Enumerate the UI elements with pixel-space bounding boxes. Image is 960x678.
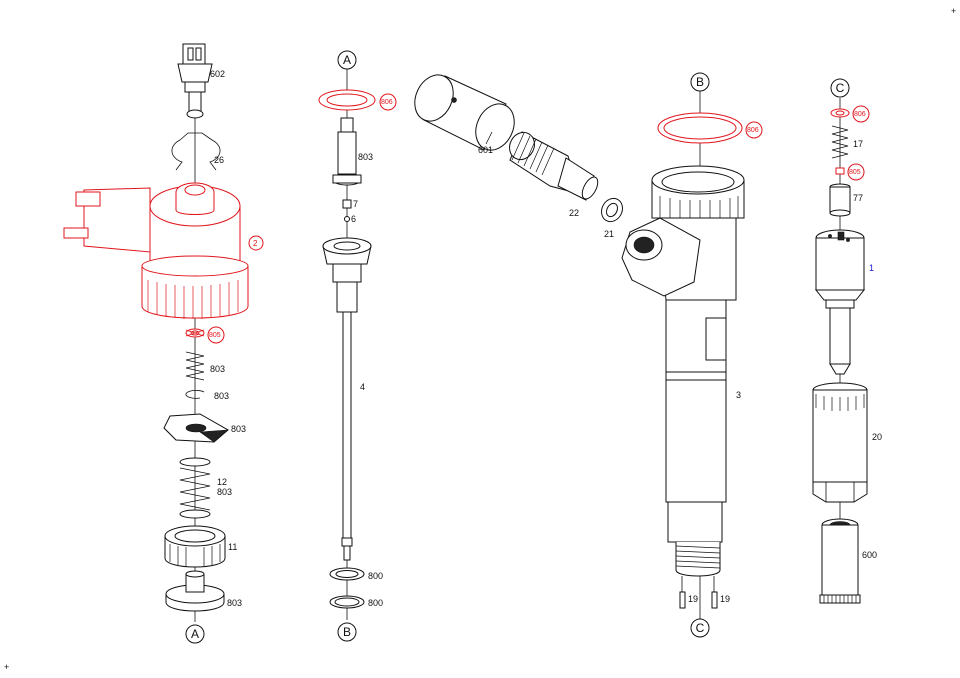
label-7: 7: [353, 199, 358, 209]
svg-text:A: A: [191, 627, 199, 641]
part-803-armature-plate: [163, 413, 229, 443]
label-803-pin: 803: [358, 152, 373, 162]
part-803-valve-pin: [332, 117, 362, 186]
label-22: 22: [569, 208, 579, 218]
corner-mark-bottom-left: +: [4, 662, 9, 672]
part-12-valve-spring: [179, 457, 211, 519]
part-806-large-o-ring: [657, 112, 743, 144]
column-valve-piston: A 806 803 7 6: [318, 50, 397, 642]
label-11: 11: [228, 542, 237, 552]
column-nozzle: C 806 17 805 77: [812, 78, 882, 604]
part-805-seal-ring: [185, 328, 205, 338]
part-11-clamping-nut: [164, 525, 226, 568]
part-26-spring-clip: [171, 132, 221, 171]
svg-text:C: C: [836, 81, 845, 95]
label-2: 2: [253, 239, 258, 248]
part-19-pin-right: [711, 576, 718, 609]
label-77: 77: [853, 193, 863, 203]
label-803-spring: 803: [210, 364, 225, 374]
label-17: 17: [853, 139, 863, 149]
part-805-small-shim: [835, 167, 845, 175]
svg-text:A: A: [343, 53, 351, 67]
section-marker-b-top: B: [690, 72, 710, 92]
part-2-solenoid-magnet: [63, 182, 249, 319]
part-17-nozzle-spring: [831, 125, 849, 159]
label-3: 3: [736, 390, 741, 400]
part-806-o-ring: [318, 89, 376, 111]
label-803-seat: 803: [227, 598, 242, 608]
label-806-col3: 806: [747, 127, 759, 134]
label-803-plate: 803: [231, 424, 246, 434]
part-22-edge-filter: [509, 131, 599, 201]
part-806-shim: [830, 108, 850, 118]
svg-text:B: B: [343, 625, 351, 639]
part-1-nozzle: [814, 229, 866, 375]
part-803-valve-seat: [165, 570, 225, 612]
label-602: 602: [210, 69, 225, 79]
label-803-clip: 803: [214, 391, 229, 401]
corner-mark-top-right: +: [951, 6, 956, 16]
label-19-b: 19: [720, 594, 730, 604]
label-12: 12: [217, 477, 227, 487]
part-600-nozzle-protective-cap: [819, 518, 861, 604]
part-800-washer-b: [329, 595, 365, 609]
label-806-col2: 806: [381, 99, 393, 106]
label-600: 600: [862, 550, 877, 560]
section-marker-b-bottom: B: [337, 622, 357, 642]
label-806-col4: 806: [854, 111, 866, 118]
svg-text:B: B: [696, 75, 704, 89]
label-1: 1: [869, 263, 874, 273]
column-solenoid-valve: 602 26 2: [63, 43, 264, 644]
label-19-a: 19: [688, 594, 698, 604]
label-601: 601: [478, 145, 493, 155]
section-marker-a-top: A: [337, 50, 357, 70]
part-800-washer-a: [329, 567, 365, 581]
part-601-protective-cap: [414, 74, 515, 151]
part-6-small-part: [344, 216, 350, 222]
label-805-col1: 805: [209, 332, 221, 339]
part-4-valve-piston: [322, 237, 372, 561]
section-marker-c-top: C: [830, 78, 850, 98]
part-77-spacer: [829, 183, 851, 217]
label-6: 6: [351, 214, 356, 224]
part-7-ball: [342, 199, 352, 209]
part-3-injector-body: [621, 165, 745, 577]
label-800-a: 800: [368, 571, 383, 581]
label-26: 26: [214, 155, 224, 165]
part-803-circlip: [185, 389, 205, 399]
part-19-pin-left: [679, 576, 686, 609]
part-602-connector: [177, 43, 213, 119]
label-800-b: 800: [368, 598, 383, 608]
label-4: 4: [360, 382, 365, 392]
section-marker-c-bottom: C: [690, 618, 710, 638]
part-20-nozzle-nut: [812, 382, 868, 503]
svg-text:C: C: [696, 621, 705, 635]
label-20: 20: [872, 432, 882, 442]
label-805-col4: 805: [849, 169, 861, 176]
label-21: 21: [604, 229, 614, 239]
section-marker-a-bottom: A: [185, 624, 205, 644]
part-21-sealing-ring: [601, 197, 623, 223]
column-injector-body: 601 22 21 B 80: [414, 72, 763, 638]
part-803-small-spring: [185, 351, 205, 381]
label-803-12: 803: [217, 487, 232, 497]
